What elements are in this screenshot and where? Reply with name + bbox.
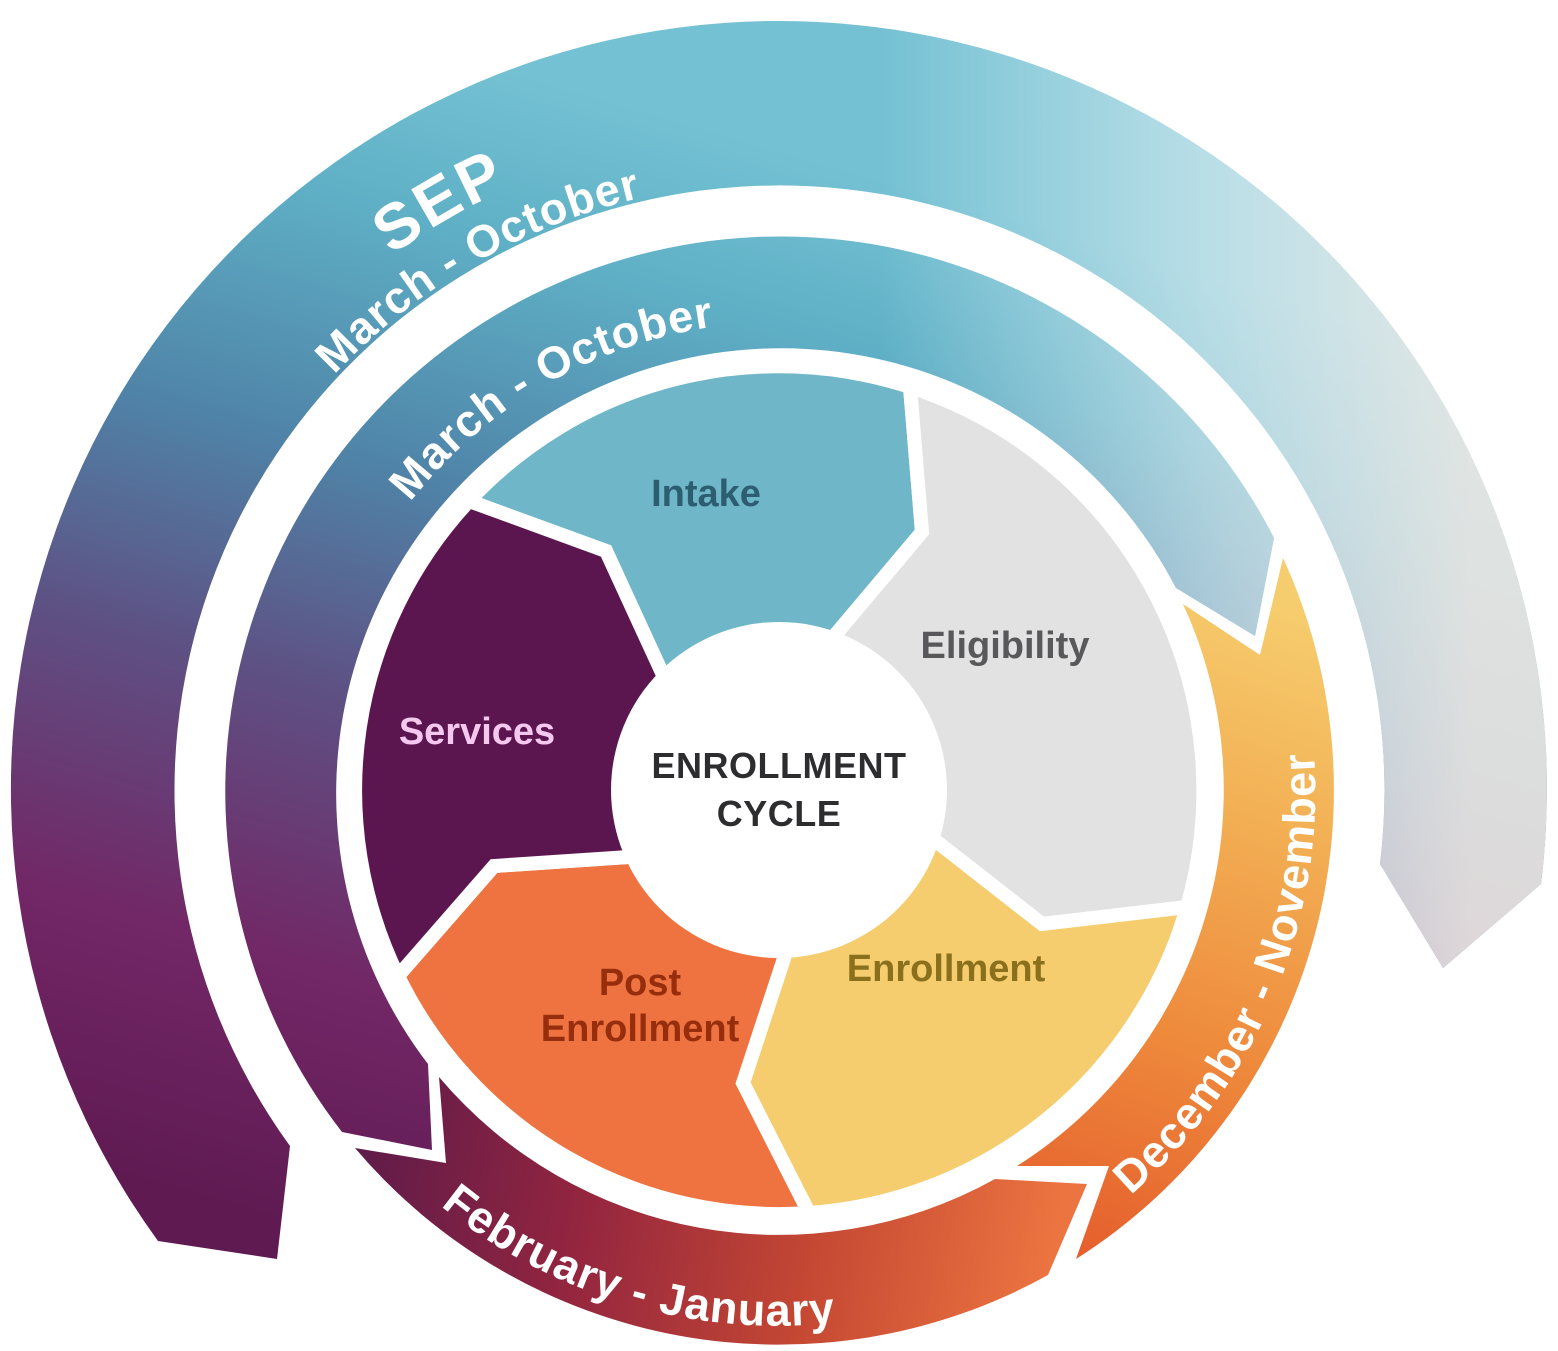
ring-middle-march-october-band [225, 236, 1274, 1151]
ring-middle-march-october-fade [225, 236, 1274, 1151]
segment-label-eligibility: Eligibility [921, 625, 1090, 667]
ring-december-november-band [1017, 558, 1334, 1259]
segment-label-post-enrollment-line2: Enrollment [541, 1008, 740, 1050]
ring-february-january-band [355, 1077, 1087, 1345]
center-title-line1: ENROLLMENT [652, 745, 907, 786]
center-circle [611, 622, 947, 958]
segment-label-services: Services [399, 711, 555, 753]
segment-label-intake: Intake [651, 473, 761, 515]
center-title-line2: CYCLE [717, 793, 842, 834]
segment-label-enrollment: Enrollment [847, 948, 1046, 990]
segment-label-post-enrollment-line1: Post [599, 962, 682, 1004]
ring-outer-sep-band-fade [10, 20, 1547, 1260]
ring-outer-sep-band [10, 20, 1547, 1260]
